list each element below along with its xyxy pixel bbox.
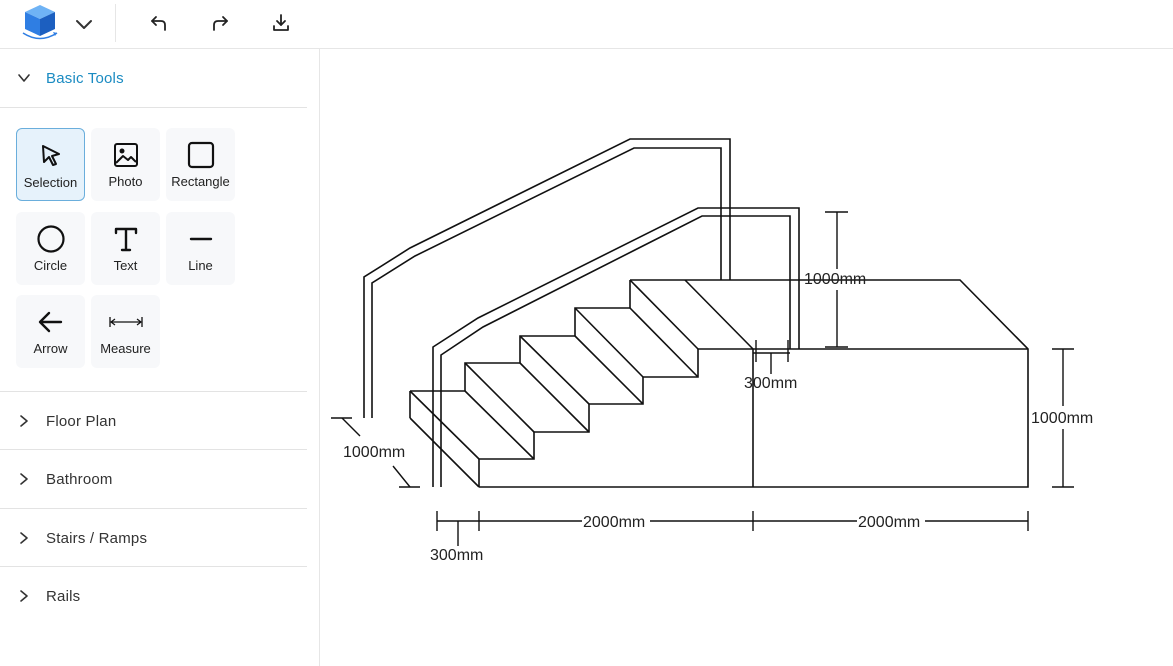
chevron-right-icon: [20, 473, 28, 485]
tool-circle[interactable]: Circle: [16, 212, 85, 285]
dimension-labels: 1000mm 300mm 1000mm 1000mm 2000mm 2000mm…: [343, 271, 1093, 564]
dim-bottom-offset: 300mm: [430, 547, 483, 564]
line-icon: [189, 237, 212, 241]
square-icon: [187, 141, 214, 169]
tool-label: Text: [113, 258, 138, 273]
section-floor-plan[interactable]: Floor Plan: [0, 392, 307, 450]
cursor-icon: [41, 145, 60, 166]
tool-photo[interactable]: Photo: [91, 128, 160, 201]
section-rails[interactable]: Rails: [0, 567, 307, 625]
chevron-down-icon[interactable]: [73, 13, 95, 35]
tool-measure[interactable]: Measure: [91, 295, 160, 368]
section-bathroom[interactable]: Bathroom: [0, 450, 307, 508]
section-label: Stairs / Ramps: [46, 529, 148, 547]
tool-label: Measure: [100, 341, 151, 356]
redo-icon: [213, 16, 228, 31]
image-icon: [113, 143, 138, 167]
undo-icon: [151, 16, 166, 31]
tool-label: Rectangle: [171, 174, 230, 189]
sidebar: Basic Tools Selection Photo Rectangle Ci…: [0, 49, 320, 666]
circle-icon: [36, 225, 65, 253]
chevron-right-icon: [20, 532, 28, 544]
redo-button[interactable]: [208, 11, 232, 35]
tool-label: Circle: [33, 258, 68, 273]
section-label: Basic Tools: [46, 69, 124, 87]
arrow-left-icon: [38, 311, 62, 333]
dim-rail-offset: 300mm: [744, 375, 797, 392]
download-button[interactable]: [269, 11, 293, 35]
tool-label: Arrow: [33, 341, 68, 356]
section-label: Bathroom: [46, 470, 113, 488]
section-label: Floor Plan: [46, 412, 117, 430]
front-handrail[interactable]: [432, 207, 800, 487]
undo-button[interactable]: [147, 11, 171, 35]
dim-rail-height-left: 1000mm: [343, 444, 405, 461]
tool-label: Selection: [23, 175, 78, 190]
back-handrail[interactable]: [363, 138, 731, 418]
top-toolbar: [0, 0, 1173, 49]
chevron-right-icon: [20, 590, 28, 602]
text-icon: [114, 227, 137, 252]
tool-arrow[interactable]: Arrow: [16, 295, 85, 368]
tool-selection[interactable]: Selection: [16, 128, 85, 201]
dimension-lines: [331, 211, 1074, 546]
section-basic-tools[interactable]: Basic Tools: [0, 49, 307, 107]
dim-stairs-length: 2000mm: [583, 514, 645, 531]
dim-platform-length: 2000mm: [858, 514, 920, 531]
divider: [0, 107, 307, 108]
tool-text[interactable]: Text: [91, 212, 160, 285]
tool-label: Line: [188, 258, 213, 273]
dim-platform-height: 1000mm: [1031, 410, 1093, 427]
tool-rectangle[interactable]: Rectangle: [166, 128, 235, 201]
divider: [0, 391, 307, 392]
divider: [0, 508, 307, 509]
drawing-canvas[interactable]: 1000mm 300mm 1000mm 1000mm 2000mm 2000mm…: [321, 49, 1173, 666]
toolbar-divider: [115, 4, 116, 42]
section-stairs-ramps[interactable]: Stairs / Ramps: [0, 509, 307, 567]
download-icon: [273, 14, 289, 31]
dim-rail-height-top: 1000mm: [804, 271, 866, 288]
tool-line[interactable]: Line: [166, 212, 235, 285]
chevron-right-icon: [20, 415, 28, 427]
divider: [0, 566, 307, 567]
chevron-down-icon: [18, 74, 30, 82]
stairs-drawing[interactable]: 1000mm 300mm 1000mm 1000mm 2000mm 2000mm…: [321, 49, 1173, 666]
divider: [0, 449, 307, 450]
staircase[interactable]: [409, 279, 754, 488]
tool-label: Photo: [108, 174, 143, 189]
measure-icon: [108, 317, 143, 327]
cube-logo-icon[interactable]: [20, 2, 60, 42]
section-label: Rails: [46, 587, 81, 605]
